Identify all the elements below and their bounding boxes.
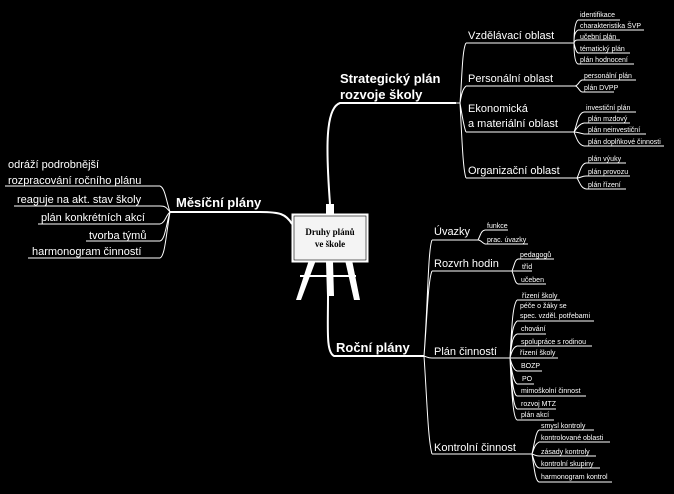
branch-vzdelavaci[interactable]: Vzdělávací oblast identifikace charakter…	[466, 12, 644, 65]
leaf-zasady-kontroly: zásady kontroly	[541, 449, 590, 456]
strategic-plan-branch[interactable]: Strategický plán rozvoje školy Vzdělávac…	[326, 12, 664, 205]
annual-plans-branch[interactable]: Roční plány Úvazky funkce prac. úvazky R…	[326, 223, 612, 483]
monthly-connector	[170, 211, 293, 225]
annual-connector	[326, 295, 424, 357]
center-node[interactable]: Druhy plánů ve škole	[291, 204, 369, 300]
leaf-po: PO	[522, 376, 533, 383]
leaf-uceben: učeben	[521, 277, 544, 284]
branch-kontrolni-cinnost[interactable]: Kontrolní činnost smysl kontroly kontrol…	[432, 423, 612, 483]
branch-vzdelavaci-label: Vzdělávací oblast	[468, 30, 554, 42]
leaf-plan-hodnoceni: plán hodnocení	[580, 57, 628, 64]
leaf-kontrolni-skupiny: kontrolní skupiny	[541, 461, 594, 468]
branch-kontrolni-label: Kontrolní činnost	[434, 442, 516, 454]
branch-ekonomicka-label-line2: a materiální oblast	[468, 118, 558, 130]
leaf-kontrolovane-oblasti: kontrolované oblasti	[541, 435, 604, 442]
leaf-plan-rizeni: plán řízení	[588, 182, 621, 189]
leaf-rizeni-skoly-1: řízení školy	[522, 293, 558, 300]
leaf-chovani: chování	[521, 326, 546, 333]
monthly-sub-connectors	[159, 185, 171, 259]
leaf-pedagogu: pedagogů	[520, 251, 551, 259]
leaf-rozvoj-mtz: rozvoj MTZ	[521, 401, 557, 408]
monthly-plans-branch[interactable]: Měsíční plány odráží podrobnější rozprac…	[5, 159, 293, 259]
annual-title: Roční plány	[336, 340, 410, 355]
branch-uvazky[interactable]: Úvazky funkce prac. úvazky	[432, 223, 528, 245]
center-title-line1: Druhy plánů	[305, 227, 354, 237]
leaf-identifikace: identifikace	[580, 12, 615, 19]
branch-personalni-label: Personální oblast	[468, 73, 553, 85]
leaf-prac-uvazky: prac. úvazky	[487, 237, 527, 244]
leaf-personalni-plan: personální plán	[584, 73, 632, 80]
strategic-sub-connectors	[456, 42, 467, 179]
monthly-title: Měsíční plány	[176, 195, 262, 210]
leaf-plan-provozu: plán provozu	[588, 169, 628, 176]
branch-personalni[interactable]: Personální oblast personální plán plán D…	[466, 73, 636, 93]
leaf-bozp: BOZP	[521, 363, 540, 370]
strategic-connector	[326, 102, 456, 205]
leaf-plan-neinvesticni: plán neinvestiční	[588, 127, 640, 134]
leaf-investicni-plan: investiční plán	[586, 105, 630, 112]
leaf-plan-mzdovy: plán mzdový	[588, 116, 628, 123]
monthly-leaf-plan-akci: plán konkrétních akcí	[41, 212, 145, 224]
leaf-tematicky-plan: tématický plán	[580, 46, 625, 53]
leaf-spoluprace: spolupráce s rodinou	[521, 339, 586, 346]
branch-rozvrh[interactable]: Rozvrh hodin pedagogů tříd učeben	[432, 251, 554, 285]
leaf-spec-vzdel: spec. vzděl. potřebami	[520, 313, 590, 320]
leaf-rizeni-skoly-2: řízení školy	[520, 350, 556, 357]
center-title-line2: ve škole	[315, 239, 345, 249]
leaf-funkce: funkce	[487, 223, 508, 230]
monthly-leaf-odrazi: odráží podrobnější	[8, 159, 99, 171]
branch-ekonomicka-label-line1: Ekonomická	[468, 103, 529, 115]
strategic-title-line2: rozvoje školy	[340, 87, 423, 102]
leaf-plan-akci: plán akcí	[521, 412, 549, 419]
annual-sub-connectors	[423, 239, 433, 455]
branch-organizacni-label: Organizační oblast	[468, 165, 560, 177]
monthly-leaf-reaguje: reaguje na akt. stav školy	[17, 194, 142, 206]
leaf-ucebni-plan: učební plán	[580, 34, 616, 41]
leaf-plan-dvpp: plán DVPP	[584, 85, 619, 92]
branch-uvazky-label: Úvazky	[434, 225, 471, 238]
monthly-leaf-rozpracovani: rozpracování ročního plánu	[8, 175, 141, 187]
leaf-plan-doplnkove: plán doplňkové činnosti	[588, 139, 661, 146]
branch-rozvrh-label: Rozvrh hodin	[434, 258, 499, 270]
monthly-leaf-tvorba-tymu: tvorba týmů	[89, 230, 146, 242]
monthly-leaf-harmonogram: harmonogram činností	[32, 246, 141, 258]
branch-ekonomicka[interactable]: Ekonomická a materiální oblast investičn…	[466, 103, 664, 147]
leaf-pece-o-zaky: péče o žáky se	[520, 303, 567, 310]
easel-icon	[291, 204, 369, 300]
branch-plan-cinnosti-label: Plán činností	[434, 346, 497, 358]
leaf-mimoskolni: mimoškolní činnost	[521, 388, 581, 395]
branch-plan-cinnosti[interactable]: Plán činností řízení školy péče o žáky s…	[432, 293, 594, 421]
leaf-plan-vyuky: plán výuky	[588, 156, 622, 163]
leaf-trid: tříd	[522, 264, 532, 271]
leaf-smysl-kontroly: smysl kontroly	[541, 423, 586, 430]
strategic-title-line1: Strategický plán	[340, 71, 440, 86]
branch-organizacni[interactable]: Organizační oblast plán výuky plán provo…	[466, 156, 630, 190]
leaf-charakteristika-svp: charakteristika ŠVP	[580, 21, 641, 30]
leaf-harmonogram-kontrol: harmonogram kontrol	[541, 474, 608, 481]
